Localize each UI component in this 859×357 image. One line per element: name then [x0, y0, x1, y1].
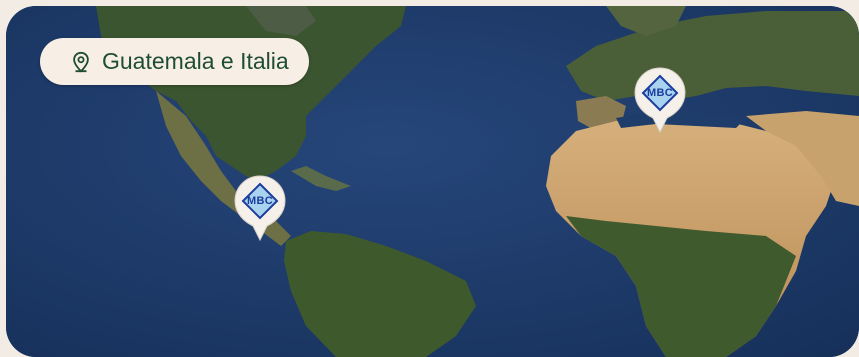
scandinavia — [606, 6, 686, 36]
marker-logo-text: MBC — [247, 195, 273, 207]
map-marker-icon — [634, 67, 686, 134]
map-pin-icon — [73, 51, 89, 72]
south-america — [284, 231, 476, 357]
marker-logo-text: MBC — [647, 87, 673, 99]
location-chip[interactable]: Guatemala e Italia — [40, 38, 309, 85]
middle-east — [746, 111, 859, 206]
location-label: Guatemala e Italia — [102, 48, 289, 74]
marker-guatemala[interactable]: MBC — [231, 174, 289, 244]
arctic-islands — [246, 6, 316, 36]
marker-italia[interactable]: MBC — [631, 66, 689, 136]
central-africa — [566, 216, 796, 357]
map-marker-icon — [234, 175, 286, 242]
caribbean — [291, 166, 351, 191]
map-card[interactable]: MBC MBC Guatemala e Italia — [6, 6, 859, 357]
satellite-map[interactable] — [6, 6, 859, 357]
